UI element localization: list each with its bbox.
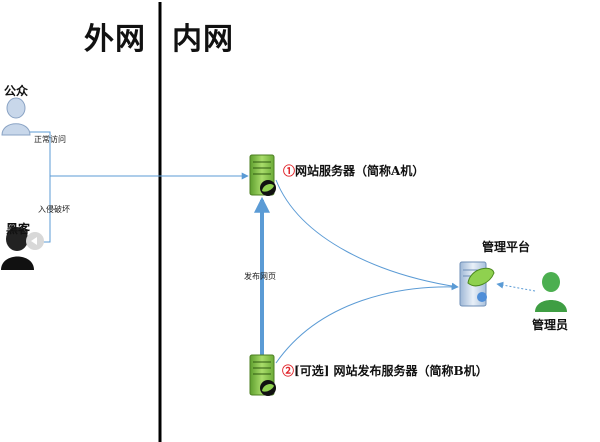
normal-access-line xyxy=(30,131,51,176)
admin-to-platform-arrow xyxy=(496,281,536,292)
public-person-icon xyxy=(1,97,31,136)
publish-server-name: [可选] 网站发布服务器（简称B机） xyxy=(294,364,488,378)
publish-label: 发布网页 xyxy=(244,272,276,281)
normal-access-label: 正常访问 xyxy=(34,135,66,144)
web-server-marker: ① xyxy=(283,164,296,178)
web-server-icon xyxy=(249,154,276,196)
public-label: 公众 xyxy=(4,84,29,98)
intrusion-label: 入侵破坏 xyxy=(38,205,70,214)
publish-server-to-platform-curve xyxy=(275,283,459,364)
publish-server-marker: ② xyxy=(282,364,295,378)
web-server-name: 网站服务器（简称A机） xyxy=(295,164,425,178)
admin-person-icon xyxy=(535,272,567,312)
publish-server-label: ②[可选] 网站发布服务器（简称B机） xyxy=(282,362,488,379)
publish-server-icon xyxy=(249,354,276,396)
platform-server-icon xyxy=(459,261,495,307)
outer-network-label: 外网 xyxy=(84,22,146,57)
hacker-label: 黑客 xyxy=(6,222,31,236)
hacker-person-icon xyxy=(1,227,44,270)
web-server-to-platform-curve xyxy=(275,179,459,290)
platform-label: 管理平台 xyxy=(482,240,531,254)
admin-label: 管理员 xyxy=(532,318,569,332)
inner-network-label: 内网 xyxy=(172,22,234,57)
web-server-label: ①网站服务器（简称A机） xyxy=(283,162,424,179)
